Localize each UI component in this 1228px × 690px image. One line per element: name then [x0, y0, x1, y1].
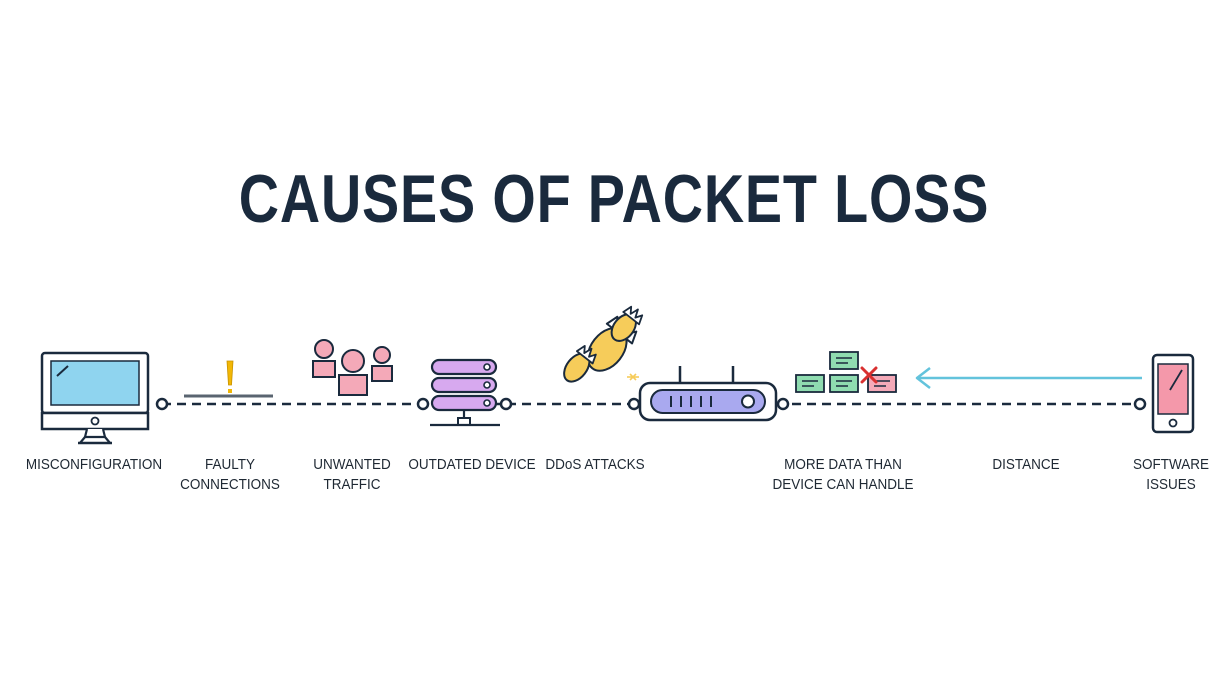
- broken-cable-icon: [184, 360, 273, 398]
- smartphone-icon: [1151, 353, 1195, 434]
- diagram-title: CAUSES OF PACKET LOSS: [238, 161, 990, 237]
- label-ddos-attacks: DDoS ATTACKS: [545, 456, 645, 473]
- node: [627, 397, 641, 411]
- connection-nodes: [155, 397, 1147, 411]
- distance-arrow-icon: [915, 367, 1142, 389]
- data-packets-icon: [795, 351, 897, 393]
- router-icon: [638, 366, 778, 422]
- node: [1133, 397, 1147, 411]
- node: [499, 397, 513, 411]
- monitor-icon: [40, 351, 150, 445]
- label-distance: DISTANCE: [992, 456, 1060, 473]
- node: [155, 397, 169, 411]
- label-misconfiguration: MISCONFIGURATION: [25, 456, 163, 473]
- node: [416, 397, 430, 411]
- ddos-bombs-icon: [563, 305, 644, 383]
- users-icon: [312, 339, 393, 396]
- label-outdated-device: OUTDATED DEVICE: [408, 456, 536, 473]
- node: [776, 397, 790, 411]
- server-icon: [430, 358, 500, 427]
